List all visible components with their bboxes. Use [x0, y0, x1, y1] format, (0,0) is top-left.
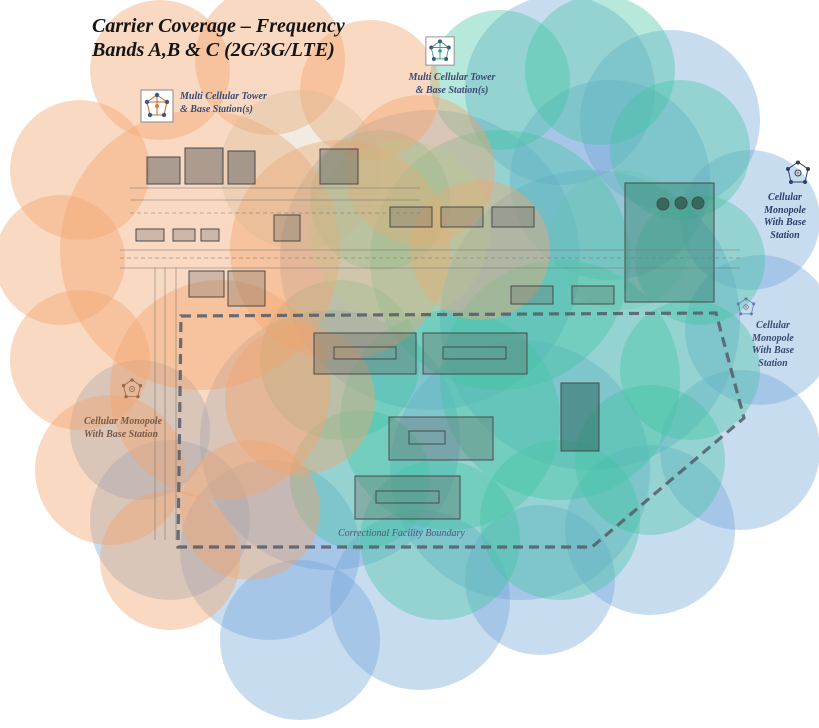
tower-network-icon — [140, 89, 174, 128]
multi-tower-label-center: Multi Cellular Tower & Base Station(s) — [408, 72, 496, 96]
band-b-coverage — [70, 0, 819, 720]
tower-network-icon — [425, 36, 455, 71]
facility-buildings — [135, 147, 715, 520]
monopole-label-right-mid: Cellular Monopole With Base Station — [751, 320, 795, 369]
band-c-coverage — [260, 0, 765, 620]
monopole-network-icon — [785, 160, 811, 191]
facility-boundary — [176, 311, 746, 549]
monopole-network-icon — [121, 378, 143, 405]
monopole-label-left: Cellular Monopole With Base Station — [84, 416, 163, 440]
page-title: Carrier Coverage – Frequency Bands A,B &… — [92, 15, 345, 61]
monopole-label-right-top: Cellular Monopole With Base Station — [763, 192, 807, 241]
roads — [120, 187, 740, 540]
facility-boundary-label: Correctional Facility Boundary — [338, 528, 465, 539]
monopole-network-icon — [736, 297, 756, 322]
multi-tower-label-left: Multi Cellular Tower & Base Station(s) — [180, 91, 267, 115]
